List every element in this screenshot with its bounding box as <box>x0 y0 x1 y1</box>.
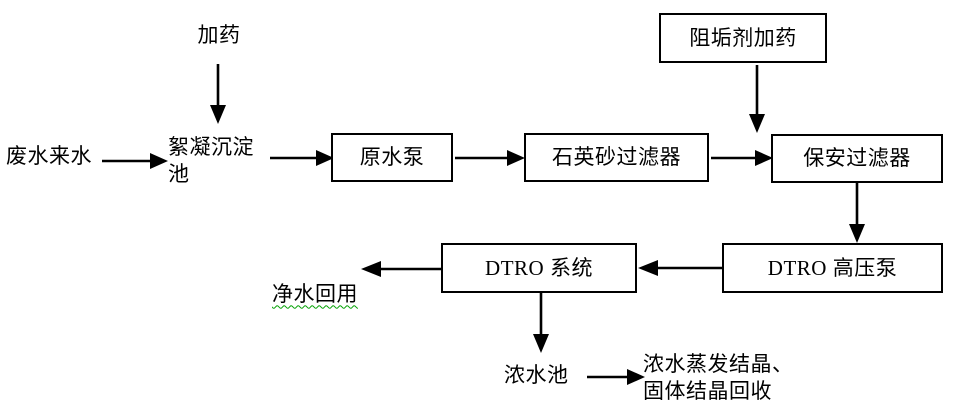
clean-water-reuse-label: 净水回用 <box>272 282 358 307</box>
arrow-raw-water-pump-to-quartz-filter <box>455 150 525 166</box>
node-wastewater-inflow: 废水来水 <box>6 144 92 168</box>
arrow-quartz-filter-to-security-filter <box>711 150 773 166</box>
node-flocculation-tank: 絮凝沉淀 池 <box>168 135 254 187</box>
node-concentrate-tank: 浓水池 <box>504 363 569 387</box>
node-antiscalant-dosing[interactable]: 阻垢剂加药 <box>659 13 827 63</box>
arrow-flocculation-to-raw-water-pump <box>270 150 334 166</box>
arrow-antiscalant-to-security-filter <box>749 65 765 133</box>
node-dtro-system[interactable]: DTRO 系统 <box>441 243 637 293</box>
node-clean-water-reuse: 净水回用 <box>249 254 358 306</box>
arrow-dtro-system-to-concentrate-tank <box>533 293 549 353</box>
arrow-inflow-to-flocculation <box>102 153 168 169</box>
node-dtro-high-pressure-pump[interactable]: DTRO 高压泵 <box>722 243 943 293</box>
arrow-dosing-to-flocculation <box>210 64 226 124</box>
arrow-dtro-system-to-clean-water-reuse <box>361 261 443 277</box>
arrow-high-pressure-pump-to-dtro-system <box>638 260 722 276</box>
node-raw-water-pump[interactable]: 原水泵 <box>331 133 453 182</box>
node-evaporation-crystallization: 浓水蒸发结晶、 固体结晶回收 <box>643 352 794 404</box>
arrow-security-filter-to-high-pressure-pump <box>849 183 865 243</box>
node-security-filter[interactable]: 保安过滤器 <box>771 134 943 183</box>
node-quartz-sand-filter[interactable]: 石英砂过滤器 <box>524 133 709 182</box>
arrow-concentrate-tank-to-evaporation <box>587 369 645 385</box>
node-dosing: 加药 <box>197 23 241 47</box>
